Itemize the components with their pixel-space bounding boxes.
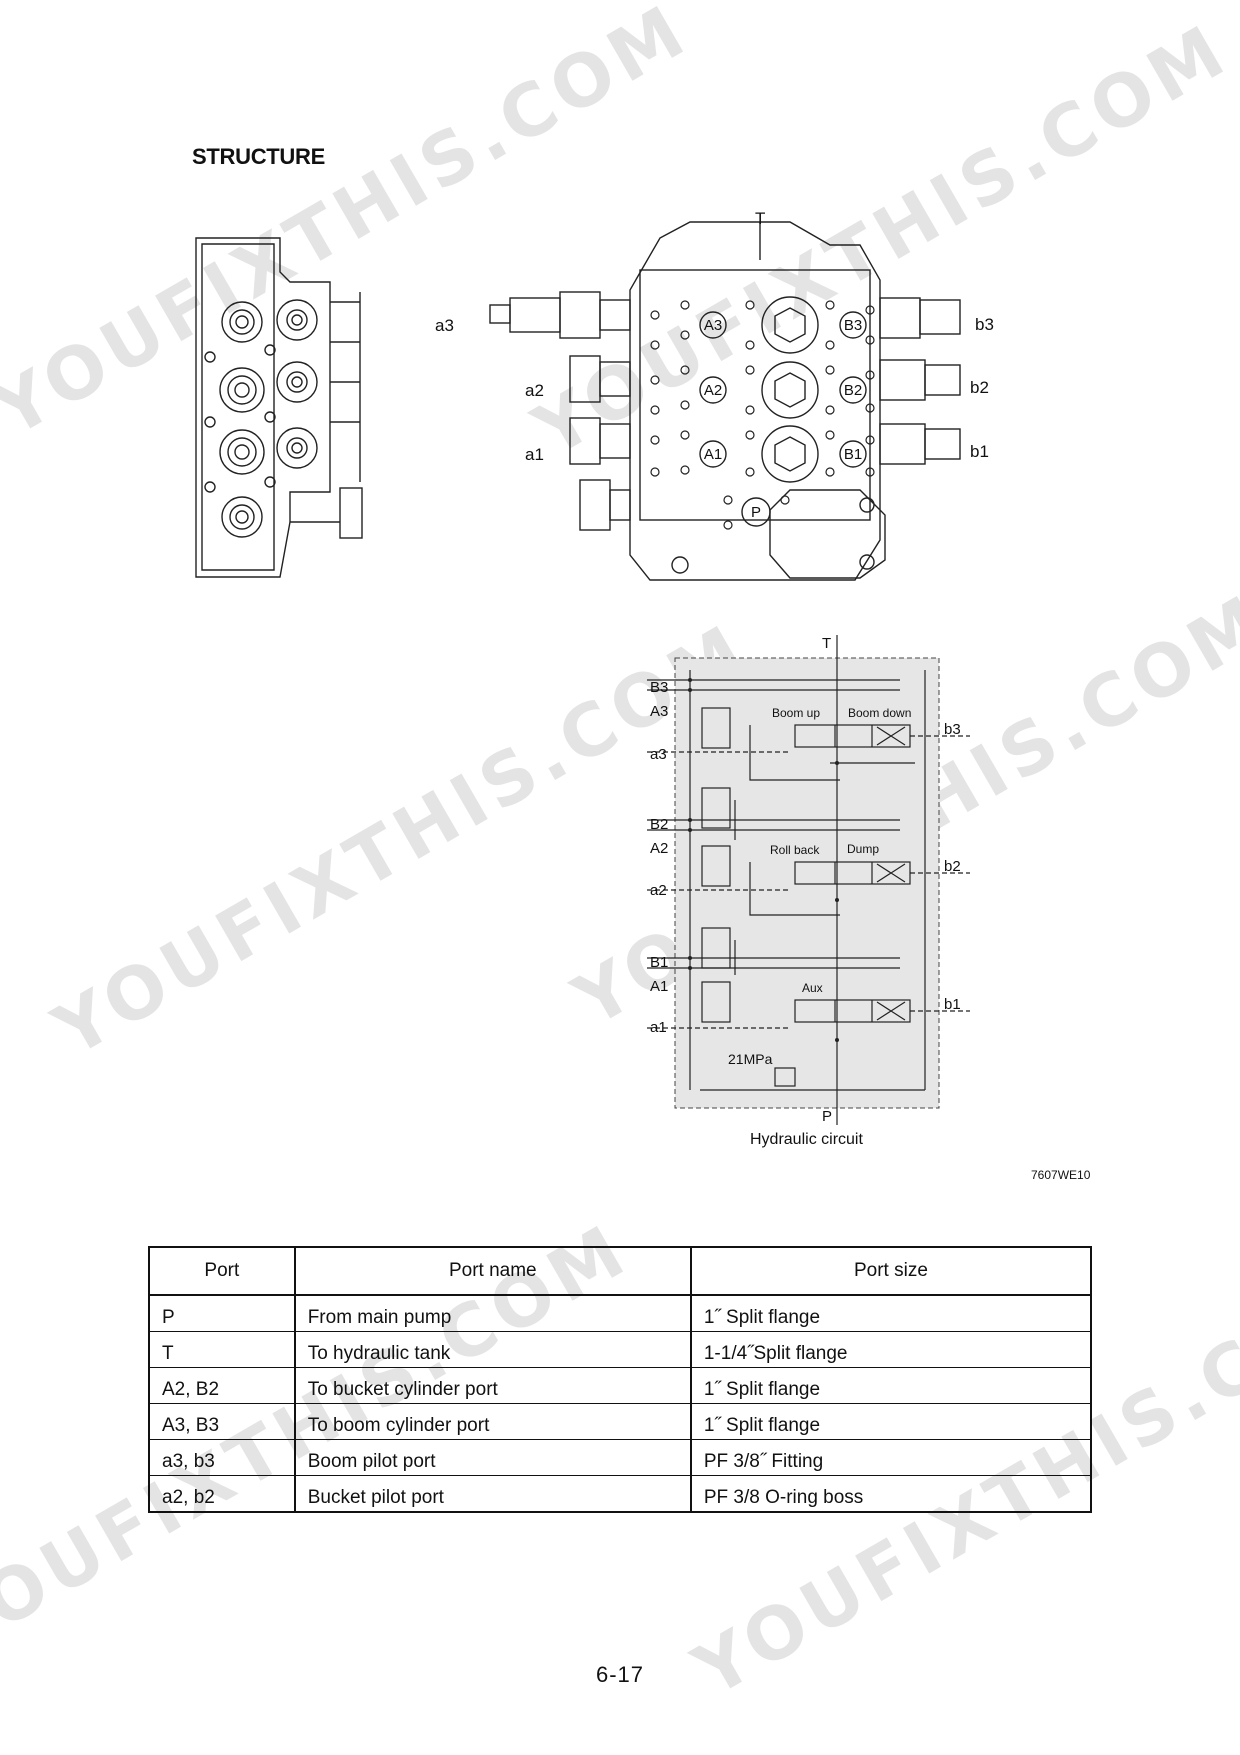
column-header-port-size: Port size: [689, 1246, 1093, 1296]
circuit-port-label: b3: [944, 721, 961, 738]
cell-port-size: 1˝ Split flange: [689, 1403, 1093, 1440]
circuit-port-label: B1: [650, 954, 668, 971]
circuit-port-label: a1: [650, 1019, 667, 1036]
circuit-port-label: b1: [944, 996, 961, 1013]
cell-port: A2, B2: [148, 1367, 296, 1404]
cell-port: a2, b2: [148, 1475, 296, 1513]
cell-port-size: 1˝ Split flange: [689, 1367, 1093, 1404]
spool-label: Aux: [802, 981, 823, 995]
section-title: STRUCTURE: [192, 144, 325, 169]
spool-label: Dump: [847, 842, 879, 856]
drawing-port-a: A2: [704, 382, 722, 399]
valve-side-view-drawing: [195, 237, 363, 578]
cell-port: A3, B3: [148, 1403, 296, 1440]
valve-front-view-drawing: T a3 a2 a1 b3 b2 b1 A3 A2 A1 B3 B2 B1 P: [435, 210, 994, 581]
drawing-port-a: A3: [704, 317, 722, 334]
figure-code: 7607WE10: [1031, 1168, 1091, 1182]
circuit-caption: Hydraulic circuit: [750, 1131, 863, 1148]
drawing-label-top-t: T: [755, 210, 765, 228]
relief-pressure-label: 21MPa: [728, 1051, 773, 1067]
drawing-port-b: B3: [844, 317, 862, 334]
circuit-port-label: b2: [944, 858, 961, 875]
cell-port-name: To bucket cylinder port: [293, 1367, 692, 1404]
hydraulic-circuit-diagram: T P B3 A3 a3 B2 A2 a2 B1 A1 a1 b3 b2 b1 …: [647, 635, 970, 1148]
circuit-port-label: A3: [650, 703, 668, 720]
cell-port-name: Boom pilot port: [293, 1439, 692, 1476]
spool-label: Boom up: [772, 706, 820, 720]
column-header-port-name: Port name: [293, 1246, 692, 1296]
cell-port: P: [148, 1294, 296, 1332]
circuit-port-label: A2: [650, 840, 668, 857]
drawing-label-left-port: a1: [525, 445, 544, 464]
drawing-label-right-port: b1: [970, 442, 989, 461]
table-row: a3, b3 Boom pilot port PF 3/8˝ Fitting: [148, 1439, 1093, 1476]
circuit-port-label: a2: [650, 882, 667, 899]
cell-port-name: To hydraulic tank: [293, 1331, 692, 1368]
circuit-label-t: T: [822, 635, 831, 652]
cell-port-name: From main pump: [293, 1294, 692, 1332]
drawing-port-b: B1: [844, 446, 862, 463]
circuit-port-label: B2: [650, 816, 668, 833]
drawing-port-p: P: [751, 504, 761, 521]
drawing-label-right-port: b2: [970, 378, 989, 397]
circuit-label-p: P: [822, 1108, 832, 1125]
drawing-port-a: A1: [704, 446, 722, 463]
cell-port-size: 1-1/4˝Split flange: [689, 1331, 1093, 1368]
table-header-row: Port Port name Port size: [148, 1246, 1093, 1296]
drawing-label-right-port: b3: [975, 315, 994, 334]
cell-port-size: PF 3/8˝ Fitting: [689, 1439, 1093, 1476]
cell-port: a3, b3: [148, 1439, 296, 1476]
cell-port-name: Bucket pilot port: [293, 1475, 692, 1513]
circuit-port-label: A1: [650, 978, 668, 995]
port-table: Port Port name Port size P From main pum…: [148, 1246, 1093, 1513]
page-number: 6-17: [595, 1662, 645, 1687]
circuit-port-label: a3: [650, 746, 667, 763]
circuit-port-label: B3: [650, 679, 668, 696]
drawing-label-left-port: a3: [435, 316, 454, 335]
drawing-label-left-port: a2: [525, 381, 544, 400]
drawing-port-b: B2: [844, 382, 862, 399]
cell-port-size: 1˝ Split flange: [689, 1294, 1093, 1332]
column-header-port: Port: [148, 1246, 296, 1296]
table-row: A2, B2 To bucket cylinder port 1˝ Split …: [148, 1367, 1093, 1404]
table-row: A3, B3 To boom cylinder port 1˝ Split fl…: [148, 1403, 1093, 1440]
cell-port: T: [148, 1331, 296, 1368]
table-row: P From main pump 1˝ Split flange: [148, 1294, 1093, 1332]
table-row: T To hydraulic tank 1-1/4˝Split flange: [148, 1331, 1093, 1368]
spool-label: Roll back: [770, 843, 820, 857]
cell-port-size: PF 3/8 O-ring boss: [689, 1475, 1093, 1513]
spool-label: Boom down: [848, 706, 911, 720]
table-row: a2, b2 Bucket pilot port PF 3/8 O-ring b…: [148, 1475, 1093, 1513]
cell-port-name: To boom cylinder port: [293, 1403, 692, 1440]
